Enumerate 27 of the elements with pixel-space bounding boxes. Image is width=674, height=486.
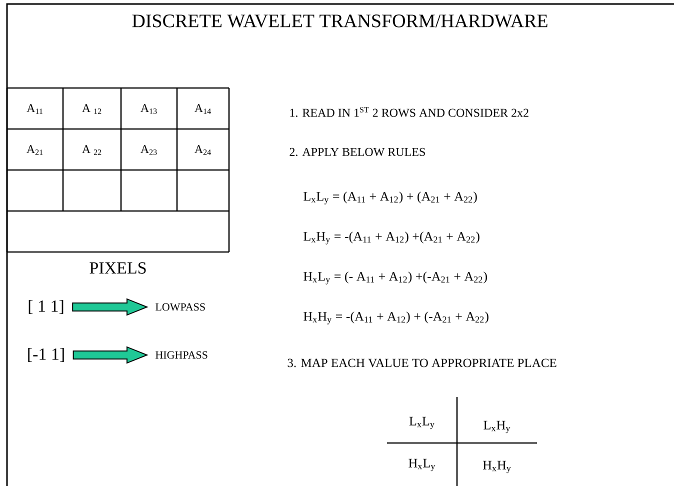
step-text: 1. READ IN 1$^{ST}$ 2 ROWS AND CONSIDER 2x2 [290, 107, 528, 117]
filter-coefficients: [-1 1] [28, 348, 64, 362]
table-cell: L$_{x}$H$_{y}$ [484, 420, 510, 434]
step-text: 3. MAP EACH VALUE TO APPROPRIATE PLACE [288, 358, 556, 368]
formula-text: H$_{x}$L$_{y}$ = (- A$_{11}$ + A$_{12}$) +(-A$_{21}$ + A$_{22}$) [304, 272, 487, 284]
table-cell: A $_{22}$ [82, 145, 102, 155]
table-cell: A$_{21}$ [26, 145, 43, 155]
filter-label: HIGHPASS [156, 351, 208, 359]
formula-text: L$_{x}$L$_{y}$ = (A$_{11}$ + A$_{12}$) + (A$_{21}$ + A$_{22}$) [304, 192, 477, 204]
table-cell: A$_{14}$ [194, 104, 211, 114]
table-cell: A$_{13}$ [140, 104, 157, 114]
table-cell: L$_{x}$L$_{y}$ [409, 416, 434, 430]
step-text: 2. APPLY BELOW RULES [290, 148, 425, 156]
table-cell: H$_{x}$H$_{y}$ [482, 460, 511, 474]
filter-label: LOWPASS [156, 303, 205, 311]
table-cell: A$_{11}$ [26, 104, 42, 114]
table-cell: H$_{x}$L$_{y}$ [408, 458, 436, 472]
table-cell: A $_{12}$ [82, 104, 102, 114]
table-cell: A$_{24}$ [194, 145, 211, 155]
block-arrow [72, 298, 148, 316]
title: DISCRETE WAVELET TRANSFORM/HARDWARE [132, 14, 548, 28]
formula-text: H$_{x}$H$_{y}$ = -(A$_{11}$ + A$_{12}$) + (-A$_{21}$ + A$_{22}$) [304, 312, 488, 324]
block-arrow [72, 346, 148, 364]
table-cell: A$_{23}$ [140, 145, 157, 155]
filter-coefficients: [ 1 1] [28, 300, 64, 314]
caption-text: PIXELS [90, 262, 146, 274]
formula-text: L$_{x}$H$_{y}$ = -(A$_{11}$ + A$_{12}$) +(A$_{21}$ + A$_{22}$) [304, 232, 480, 244]
